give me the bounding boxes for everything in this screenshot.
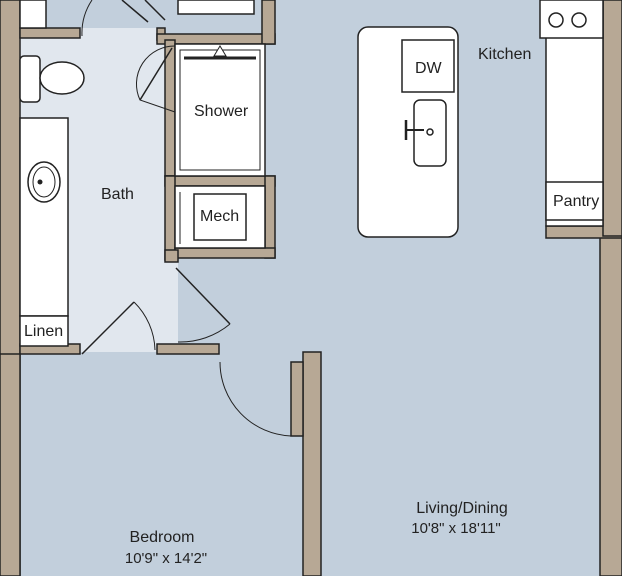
bath-door-arc: [177, 323, 231, 343]
dishwasher-label: DW: [415, 60, 442, 77]
kitchen-sink-drain: [426, 128, 434, 136]
top-closet: [19, 0, 47, 29]
linen-label: Linen: [24, 323, 64, 340]
shower-label: Shower: [194, 103, 249, 120]
bath-sink-basin: [32, 166, 56, 198]
bedroom-door-arc: [219, 361, 292, 437]
kitchen-sink-icon: [413, 99, 447, 167]
linen-door-arc: [133, 301, 156, 351]
shower-stall: [174, 43, 266, 177]
bedroom-label: Bedroom: [129, 529, 195, 546]
shower-door-leaf: [139, 47, 173, 101]
top-door-leaf-1: [121, 0, 149, 23]
bath-label: Bath: [101, 186, 134, 203]
mech-unit: [193, 193, 247, 241]
top-fixture: [177, 0, 255, 15]
toilet-icon: [19, 55, 85, 103]
pantry-label: Pantry: [553, 193, 600, 210]
linen-closet: [19, 315, 69, 347]
bath-sink-drain: [37, 179, 43, 185]
vanity-counter: [19, 117, 69, 317]
living-label: Living/Dining: [416, 500, 508, 517]
burner-icon-right: [571, 12, 587, 28]
dishwasher: [401, 39, 455, 93]
shower-head-icon: [213, 45, 227, 57]
mech-label: Mech: [200, 208, 240, 225]
bedroom-dimensions: 10'9" x 14'2": [124, 550, 208, 567]
pantry-closet: [545, 181, 604, 221]
linen-door-leaf: [81, 301, 135, 355]
kitchen-label: Kitchen: [478, 46, 532, 63]
bath-door-leaf: [175, 267, 231, 325]
burner-icon-left: [548, 12, 564, 28]
shower-door-arc: [135, 45, 176, 113]
top-door-arc: [81, 0, 93, 37]
bath-hall-floor: [165, 262, 178, 352]
living-dimensions: 10'8" x 18'11": [411, 520, 501, 537]
top-door-leaf-2: [144, 0, 166, 21]
